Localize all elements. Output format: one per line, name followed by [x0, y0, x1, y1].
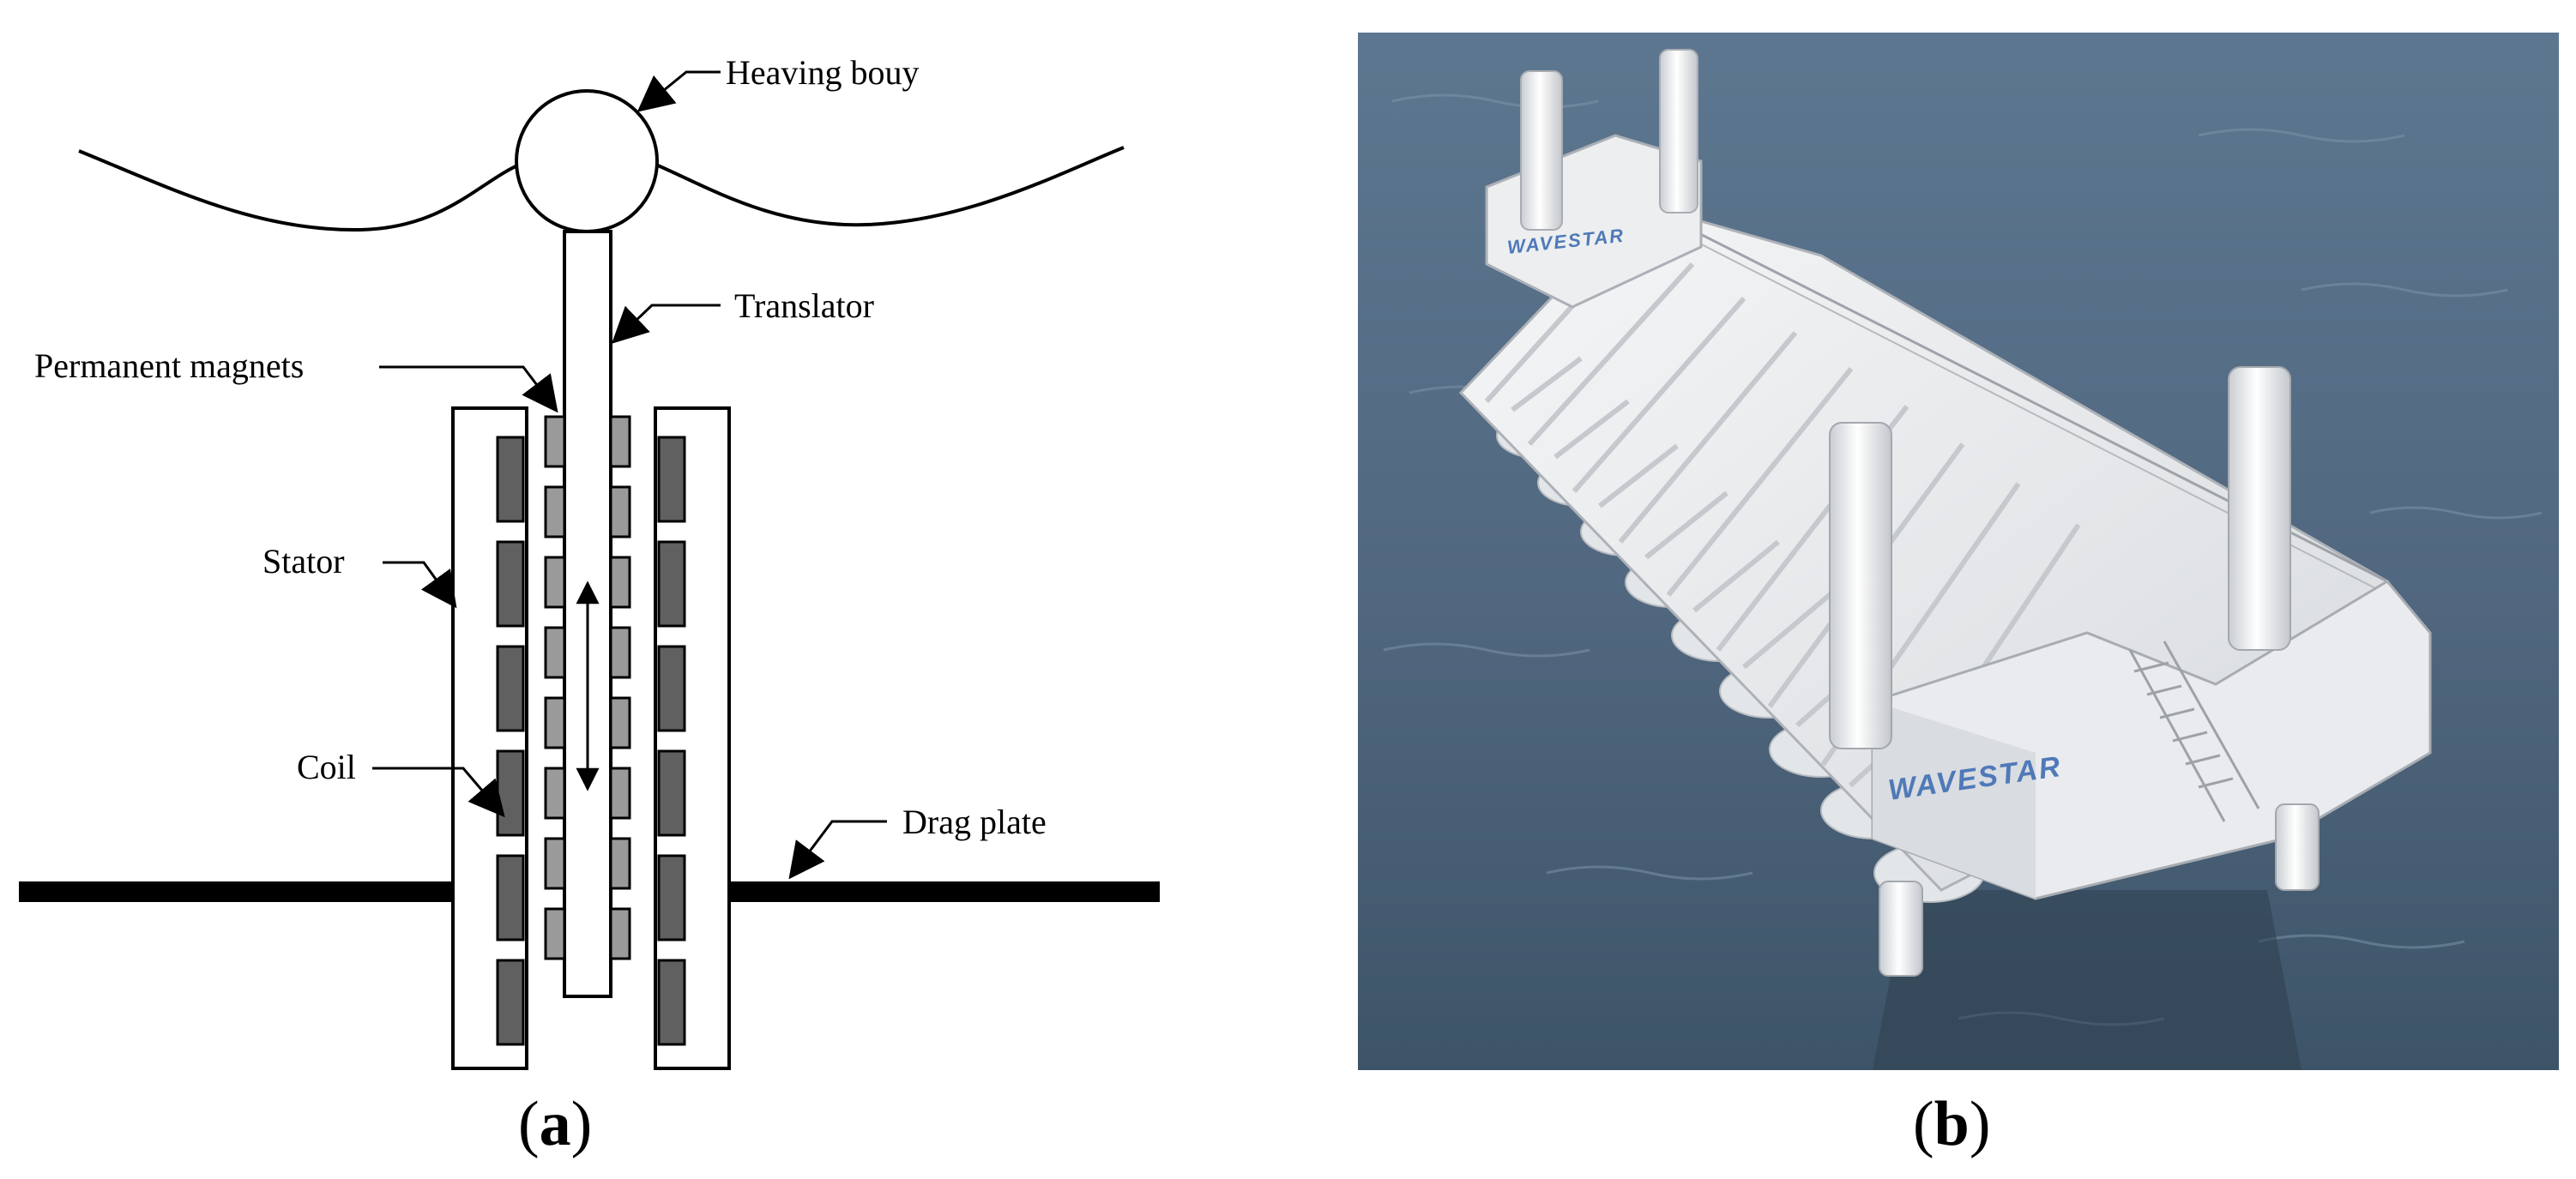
caption-b: (b): [1913, 1089, 1990, 1159]
front-staircase: [2128, 641, 2260, 822]
magnet: [609, 556, 631, 609]
magnet: [609, 767, 631, 820]
caption-a-open: (: [518, 1089, 540, 1159]
caption-b-box: (b): [1913, 1089, 1990, 1159]
coil: [657, 540, 686, 628]
leader-stator: [383, 561, 457, 609]
back-pillar-right: [1659, 49, 1698, 214]
magnet: [609, 696, 631, 749]
coils-left: [496, 436, 525, 1046]
leader-permanent-magnets: [379, 365, 558, 413]
caption-b-close: ): [1970, 1089, 1991, 1159]
coil: [496, 854, 525, 941]
leader-translator: [611, 304, 721, 344]
support-leg-right: [2275, 803, 2320, 891]
magnet: [544, 767, 566, 820]
coil: [657, 959, 686, 1046]
leader-coil: [372, 767, 505, 818]
generator-schematic: Heaving bouy Translator Permanent magnet…: [19, 53, 1160, 1159]
label-drag-plate: Drag plate: [902, 803, 1047, 841]
leader-heaving-buoy: [636, 70, 721, 112]
leader-drag-plate: [788, 820, 887, 880]
label-heaving-buoy: Heaving bouy: [726, 53, 920, 92]
front-pillar-left: [1829, 422, 1892, 749]
magnet: [544, 907, 566, 960]
magnet: [609, 907, 631, 960]
magnet: [609, 626, 631, 679]
drag-plate-right: [726, 881, 1160, 902]
sea-ripples: [1383, 93, 2543, 1026]
wavestar-rendering: WAVESTAR WAVESTAR: [1358, 33, 2559, 1070]
coils-right: [657, 436, 686, 1046]
coil: [657, 436, 686, 523]
magnet: [544, 696, 566, 749]
front-pillar-right: [2228, 366, 2291, 651]
caption-a: (a): [518, 1089, 592, 1159]
coil: [657, 645, 686, 732]
drag-plate-left: [19, 881, 453, 902]
magnet: [544, 837, 566, 890]
label-translator: Translator: [734, 286, 874, 325]
front-platform-face: [1873, 701, 2036, 899]
magnet: [544, 626, 566, 679]
magnet: [544, 556, 566, 609]
caption-a-close: ): [571, 1089, 593, 1159]
label-coil: Coil: [297, 748, 356, 786]
coil: [496, 436, 525, 523]
magnets-left: [544, 415, 566, 960]
coil: [496, 540, 525, 628]
back-pillar-left: [1520, 70, 1563, 231]
magnets-right: [609, 415, 631, 960]
magnet: [609, 485, 631, 538]
coil: [496, 959, 525, 1046]
coil: [496, 645, 525, 732]
support-leg-left: [1879, 881, 1923, 977]
caption-b-open: (: [1913, 1089, 1934, 1159]
leader-lines: [372, 70, 887, 880]
magnet: [609, 415, 631, 468]
coil: [657, 749, 686, 837]
coil: [657, 854, 686, 941]
label-permanent-magnets: Permanent magnets: [34, 346, 304, 385]
heaving-buoy: [515, 89, 659, 233]
water-reflection: [1873, 890, 2302, 1070]
water-surface-line: [78, 146, 1125, 232]
magnet: [544, 485, 566, 538]
magnet: [609, 837, 631, 890]
label-stator: Stator: [262, 542, 345, 580]
caption-a-letter: a: [540, 1089, 571, 1159]
coil: [496, 749, 525, 837]
magnet: [544, 415, 566, 468]
caption-b-letter: b: [1934, 1089, 1970, 1159]
